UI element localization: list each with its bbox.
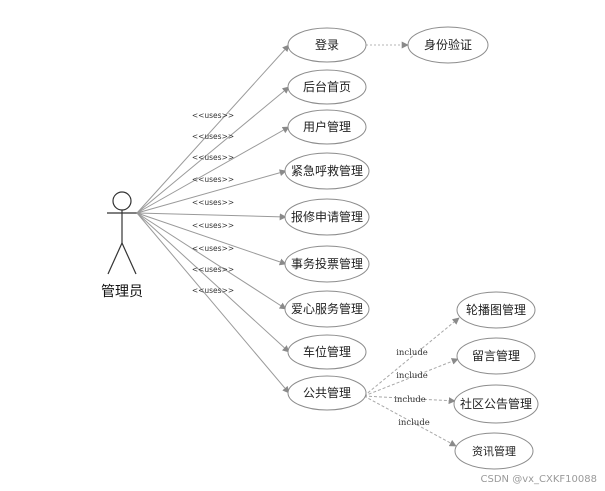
uses-connector-4: [136, 169, 287, 214]
use-case-news-management[interactable]: 资讯管理: [454, 432, 534, 470]
include-connector-2: [363, 358, 459, 397]
use-case-emergency-call-label: 紧急呼救管理: [291, 163, 363, 178]
use-case-identity-verification-label: 身份验证: [424, 37, 472, 52]
use-case-charity-service-label: 爱心服务管理: [291, 301, 363, 316]
use-case-message-management[interactable]: 留言管理: [456, 337, 536, 375]
actor-figure: [107, 191, 137, 275]
uses-connector-3: [136, 126, 290, 214]
include-label-4: include: [398, 418, 430, 428]
use-case-user-management[interactable]: 用户管理: [287, 109, 367, 145]
uses-label-5: <<uses>>: [192, 198, 234, 207]
use-case-repair-request-label: 报修申请管理: [291, 209, 363, 224]
uses-connector-2: [136, 86, 290, 214]
use-case-message-management-label: 留言管理: [472, 348, 520, 363]
primary-use-cases: 登录 后台首页 用户管理 紧急呼救管理 报修申请管理 事务投票管理 爱心服务管理: [284, 27, 370, 411]
actor-label: 管理员: [101, 284, 143, 300]
use-case-admin-home-label: 后台首页: [303, 79, 351, 94]
use-case-carousel-management[interactable]: 轮播图管理: [456, 291, 536, 329]
use-case-login-label: 登录: [315, 37, 339, 52]
use-case-affairs-voting[interactable]: 事务投票管理: [284, 245, 370, 283]
uses-connector-9: [136, 212, 290, 394]
uses-label-1: <<uses>>: [192, 111, 234, 120]
include-connector-3: [363, 395, 456, 405]
use-case-parking-management-label: 车位管理: [303, 344, 351, 359]
actor-left-leg: [107, 242, 123, 275]
use-case-parking-management[interactable]: 车位管理: [287, 334, 367, 370]
uses-connectors: [136, 44, 290, 394]
uses-connector-5: [136, 212, 287, 221]
uses-connector-6: [136, 212, 287, 266]
actor-head: [112, 191, 132, 211]
use-case-identity-verification[interactable]: 身份验证: [407, 26, 489, 64]
use-case-carousel-management-label: 轮播图管理: [466, 302, 526, 317]
use-case-admin-home[interactable]: 后台首页: [287, 69, 367, 105]
use-case-repair-request[interactable]: 报修申请管理: [284, 198, 370, 236]
use-case-community-notice[interactable]: 社区公告管理: [453, 384, 539, 424]
public-sub-use-cases: 轮播图管理 留言管理 社区公告管理 资讯管理: [453, 291, 539, 470]
uses-label-3: <<uses>>: [192, 153, 234, 162]
include-connector-1: [363, 317, 460, 397]
uses-connector-7: [136, 212, 287, 310]
uses-connector-1: [136, 44, 290, 214]
include-label-3: include: [394, 395, 426, 405]
include-connector-4: [363, 395, 457, 447]
include-label-2: include: [396, 371, 428, 381]
use-case-login[interactable]: 登录: [287, 27, 367, 63]
watermark: CSDN @vx_CXKF10088: [480, 474, 597, 485]
uses-label-7: <<uses>>: [192, 244, 234, 253]
uses-connector-8: [136, 212, 290, 353]
include-label-1: include: [396, 348, 428, 358]
uses-labels: <<uses>> <<uses>> <<uses>> <<uses>> <<us…: [192, 111, 234, 295]
uses-label-6: <<uses>>: [192, 221, 234, 230]
uses-label-4: <<uses>>: [192, 175, 234, 184]
use-case-emergency-call[interactable]: 紧急呼救管理: [284, 152, 370, 190]
use-case-news-management-label: 资讯管理: [472, 444, 516, 458]
include-labels: include include include include: [394, 348, 430, 428]
use-case-affairs-voting-label: 事务投票管理: [291, 256, 363, 271]
use-case-charity-service[interactable]: 爱心服务管理: [284, 290, 370, 328]
uses-label-2: <<uses>>: [192, 132, 234, 141]
use-case-community-notice-label: 社区公告管理: [460, 396, 532, 411]
include-connectors: [363, 317, 460, 447]
use-case-public-management-label: 公共管理: [303, 385, 351, 400]
uses-label-9: <<uses>>: [192, 286, 234, 295]
use-case-public-management[interactable]: 公共管理: [287, 375, 367, 411]
uses-label-8: <<uses>>: [192, 265, 234, 274]
actor-right-leg: [121, 242, 137, 275]
use-case-user-management-label: 用户管理: [303, 119, 351, 134]
